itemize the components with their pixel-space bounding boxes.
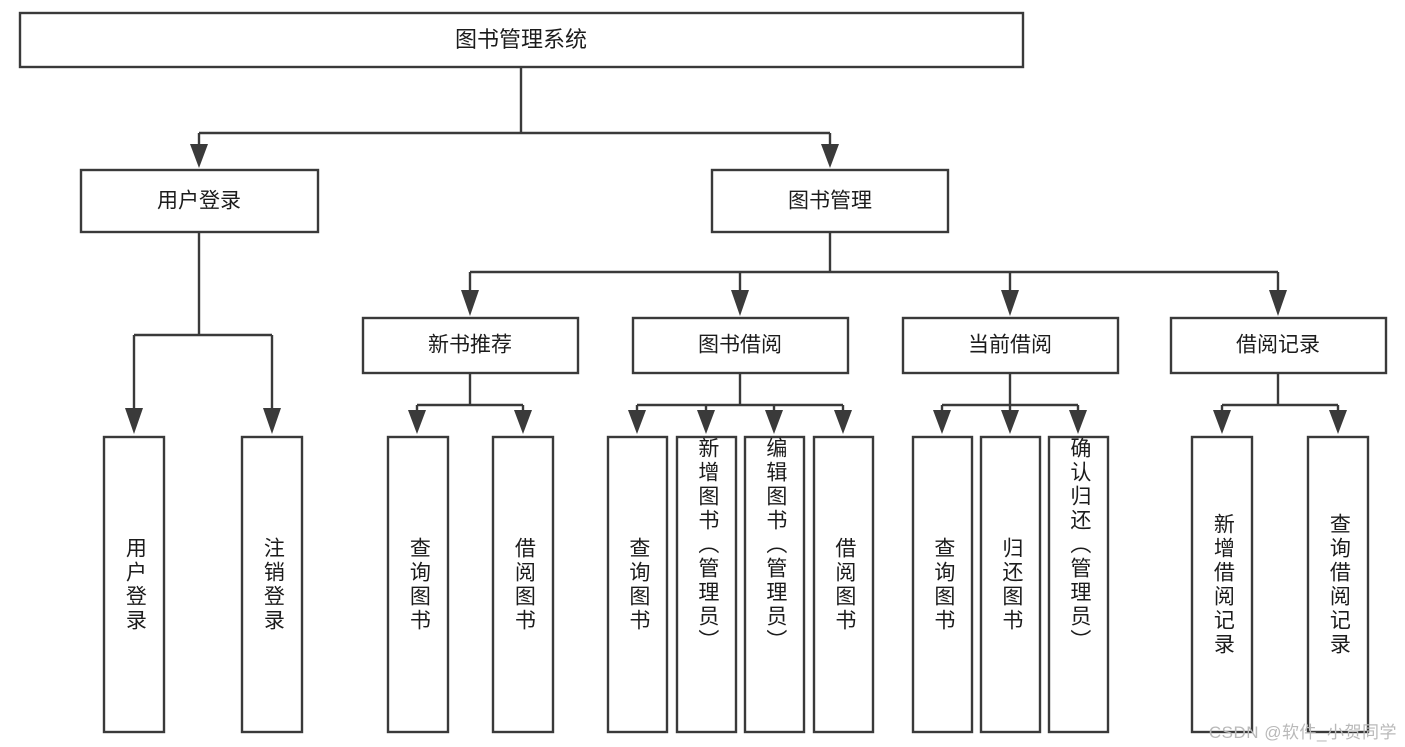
watermark-label: CSDN @软件_小贺同学 [1208, 723, 1397, 742]
leaf-box-current-borrow-2[interactable] [1047, 435, 1110, 734]
node-book-borrow[interactable]: 图书借阅 [631, 316, 850, 375]
leaf-box-borrow-book-1[interactable] [675, 435, 738, 734]
connector-current-borrow-to-leaves [933, 373, 1087, 434]
leaf-box-borrow-book-2[interactable] [743, 435, 806, 734]
connector-book-management-to-level3 [461, 232, 1287, 316]
node-user-login[interactable]: 用户登录 [79, 168, 320, 234]
leaf-box-borrow-record-0[interactable] [1190, 435, 1254, 734]
leaf-box-user-login-0[interactable] [102, 435, 166, 734]
node-current-borrow-label: 当前借阅 [968, 334, 1052, 357]
node-borrow-record-label: 借阅记录 [1236, 334, 1320, 357]
node-new-book-recommend-label: 新书推荐 [428, 334, 512, 357]
node-root[interactable]: 图书管理系统 [18, 11, 1025, 69]
leaf-box-new-book-0[interactable] [386, 435, 450, 734]
node-book-management[interactable]: 图书管理 [710, 168, 950, 234]
leaf-box-new-book-1[interactable] [491, 435, 555, 734]
node-book-borrow-label: 图书借阅 [698, 334, 782, 357]
connector-user-login-to-leaves [125, 232, 281, 434]
node-book-management-label: 图书管理 [788, 190, 872, 213]
node-new-book-recommend[interactable]: 新书推荐 [361, 316, 580, 375]
leaf-box-borrow-book-3[interactable] [812, 435, 875, 734]
connector-root-to-level2 [190, 67, 839, 168]
connector-borrow-record-to-leaves [1213, 373, 1347, 434]
connector-new-book-to-leaves [408, 373, 532, 434]
leaf-box-borrow-book-0[interactable] [606, 435, 669, 734]
node-user-login-label: 用户登录 [157, 190, 241, 213]
node-borrow-record[interactable]: 借阅记录 [1169, 316, 1388, 375]
node-root-label: 图书管理系统 [455, 27, 587, 52]
leaf-box-current-borrow-1[interactable] [979, 435, 1042, 734]
leaf-box-current-borrow-0[interactable] [911, 435, 974, 734]
leaf-box-user-login-1[interactable] [240, 435, 304, 734]
leaf-box-borrow-record-1[interactable] [1306, 435, 1370, 734]
node-current-borrow[interactable]: 当前借阅 [901, 316, 1120, 375]
connector-book-borrow-to-leaves [628, 373, 852, 434]
